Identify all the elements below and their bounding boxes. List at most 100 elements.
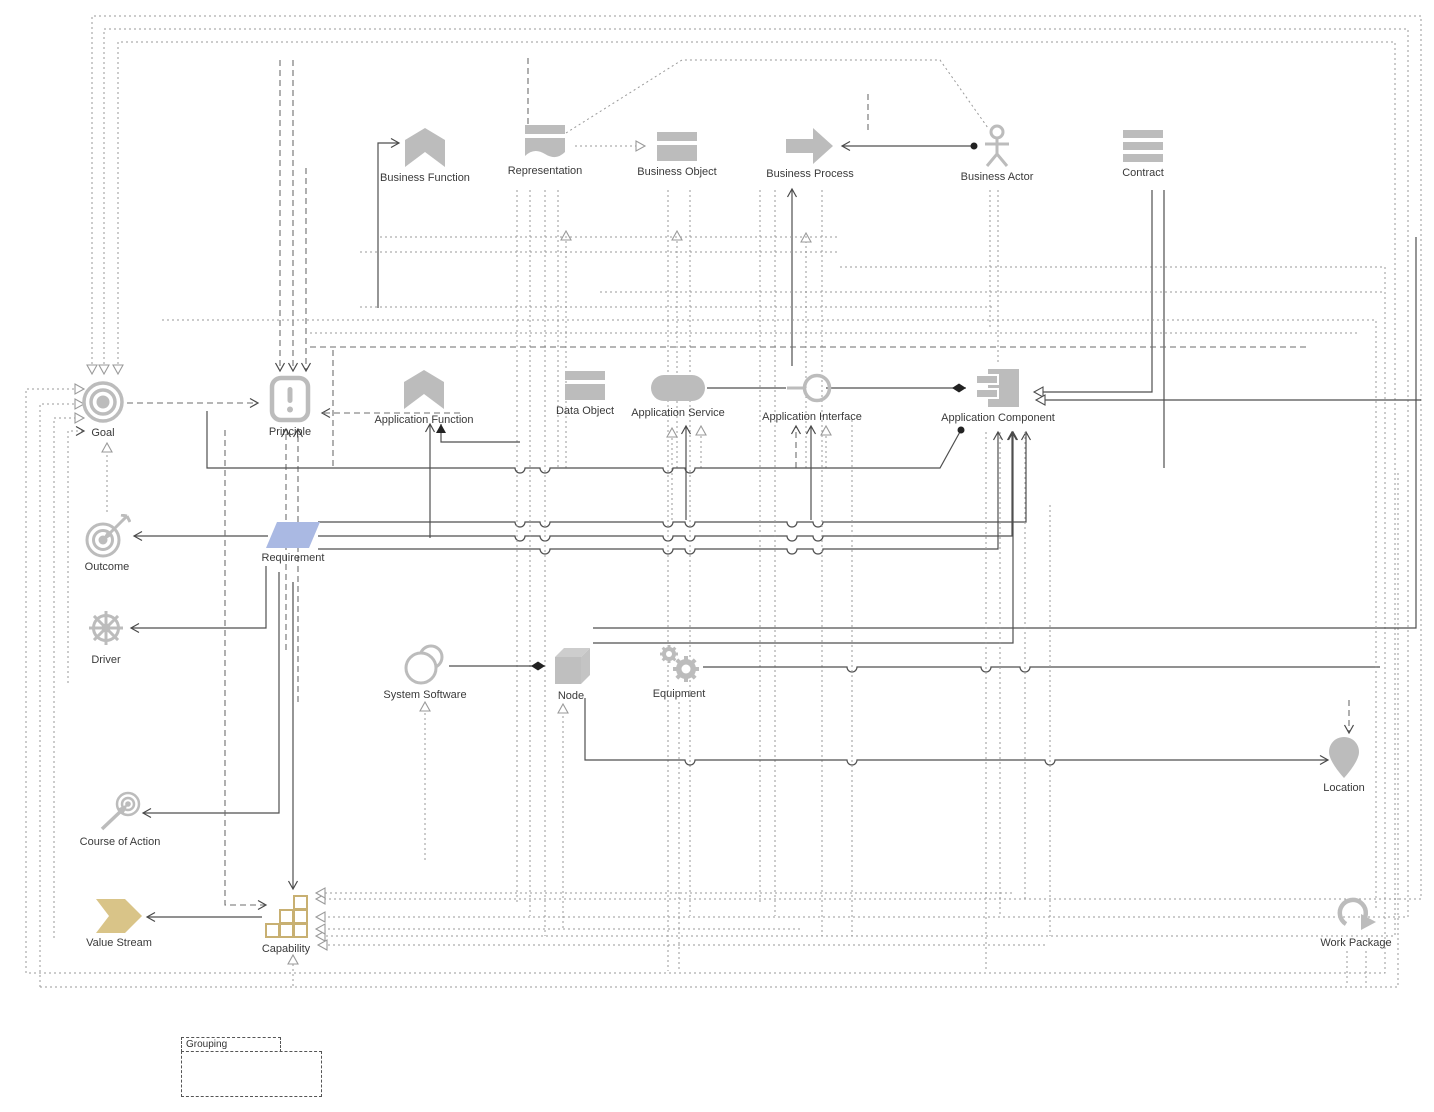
principle-box-icon	[269, 375, 311, 423]
connector-marker	[314, 923, 326, 935]
connector-marker	[1034, 394, 1046, 406]
node-label: Goal	[91, 427, 115, 439]
node-location[interactable]: Location	[1269, 735, 1419, 794]
node-requirement[interactable]: Requirement	[218, 521, 368, 564]
goal-target-icon	[81, 380, 125, 424]
node-label: Application Interface	[762, 411, 862, 423]
node-business-process[interactable]: Business Process	[735, 127, 885, 180]
course-of-action-target-icon	[97, 789, 143, 833]
connector-marker	[970, 142, 978, 150]
connector	[318, 432, 1013, 542]
connector	[53, 417, 84, 938]
node-application-service[interactable]: Application Service	[603, 372, 753, 419]
node-label: Business Object	[637, 166, 717, 178]
contract-bars-icon	[1121, 128, 1165, 164]
node-system-software[interactable]: System Software	[350, 642, 500, 701]
node-driver[interactable]: Driver	[31, 605, 181, 666]
node-label: Location	[1323, 782, 1365, 794]
node-business-actor[interactable]: Business Actor	[922, 124, 1072, 183]
grouping-element-body[interactable]	[181, 1051, 322, 1097]
node-label: System Software	[383, 689, 467, 701]
connector-marker	[287, 953, 299, 965]
node-label: Application Function	[374, 414, 474, 426]
connector-marker	[314, 887, 326, 899]
connector-marker	[145, 911, 156, 923]
value-stream-chevron-icon	[95, 898, 143, 934]
connector	[1034, 190, 1153, 393]
node-label: Requirement	[261, 552, 325, 564]
connector	[565, 59, 989, 134]
component-box-icon	[975, 367, 1021, 409]
connector-marker	[86, 364, 98, 376]
node-label: Driver	[91, 654, 121, 666]
object-rect-icon	[655, 129, 699, 163]
connector-marker	[274, 362, 286, 373]
node-label: Application Component	[941, 412, 1055, 424]
connector-marker	[314, 930, 326, 942]
node-representation[interactable]: Representation	[470, 124, 620, 177]
connector-marker	[671, 229, 683, 241]
connector-marker	[992, 430, 1004, 441]
node-label: Outcome	[84, 561, 130, 573]
node-application-function[interactable]: Application Function	[349, 369, 499, 426]
connector-marker	[805, 424, 817, 435]
node-equipment[interactable]: Equipment	[604, 643, 754, 700]
node-goal[interactable]: Goal	[28, 380, 178, 439]
node-label: Course of Action	[79, 836, 161, 848]
connector	[25, 266, 1386, 974]
connector-marker	[249, 397, 260, 409]
connector-marker	[666, 426, 678, 438]
node-business-function[interactable]: Business Function	[350, 127, 500, 184]
node-label: Data Object	[555, 405, 615, 417]
node-label: Business Actor	[960, 171, 1034, 183]
connector-marker	[436, 424, 446, 433]
node-node[interactable]: Node	[496, 645, 646, 702]
connector-marker	[786, 187, 798, 198]
connector-marker	[98, 364, 110, 376]
connector-marker	[680, 424, 692, 435]
node-contract[interactable]: Contract	[1068, 128, 1218, 179]
connector-marker	[74, 412, 86, 424]
node-application-interface[interactable]: Application Interface	[737, 368, 887, 423]
connector	[593, 432, 1014, 644]
connector	[440, 424, 520, 443]
driver-wheel-icon	[83, 605, 129, 651]
connector	[206, 411, 962, 474]
connector-marker	[531, 661, 545, 671]
node-work-package[interactable]: Work Package	[1281, 894, 1431, 949]
node-label: Application Service	[631, 407, 725, 419]
connector-marker	[390, 137, 401, 149]
connector-marker	[300, 362, 312, 373]
connector	[162, 319, 1377, 908]
connector-marker	[1319, 754, 1330, 766]
node-principle[interactable]: Principle	[215, 375, 365, 438]
work-package-loop-icon	[1332, 894, 1380, 934]
connector-marker	[820, 424, 832, 436]
node-label: Value Stream	[86, 937, 152, 949]
node-value-stream[interactable]: Value Stream	[44, 898, 194, 949]
node-business-object[interactable]: Business Object	[602, 129, 752, 178]
node-cube-icon	[549, 645, 593, 687]
connector-marker	[424, 422, 436, 433]
node-capability[interactable]: Capability	[211, 894, 361, 955]
connector-marker	[695, 424, 707, 436]
connector	[377, 142, 399, 308]
node-outcome[interactable]: Outcome	[32, 514, 182, 573]
node-label: Principle	[268, 426, 312, 438]
system-software-circles-icon	[402, 642, 448, 686]
connector-marker	[952, 383, 966, 393]
connector-marker	[1007, 430, 1019, 441]
function-chevron-icon	[403, 127, 447, 169]
connector-marker	[292, 427, 304, 438]
grouping-label: Grouping	[186, 1039, 228, 1050]
connector-marker	[280, 427, 292, 438]
connector-marker	[287, 880, 299, 891]
node-data-object[interactable]: Data Object	[510, 368, 660, 417]
node-application-component[interactable]: Application Component	[923, 367, 1073, 424]
node-course-of-action[interactable]: Course of Action	[45, 789, 195, 848]
connector-marker	[257, 899, 268, 911]
interface-lollipop-icon	[787, 368, 837, 408]
capability-stairs-icon	[263, 894, 309, 940]
requirement-parallelogram-icon	[265, 521, 321, 549]
grouping-element-tab[interactable]: Grouping	[181, 1037, 281, 1052]
